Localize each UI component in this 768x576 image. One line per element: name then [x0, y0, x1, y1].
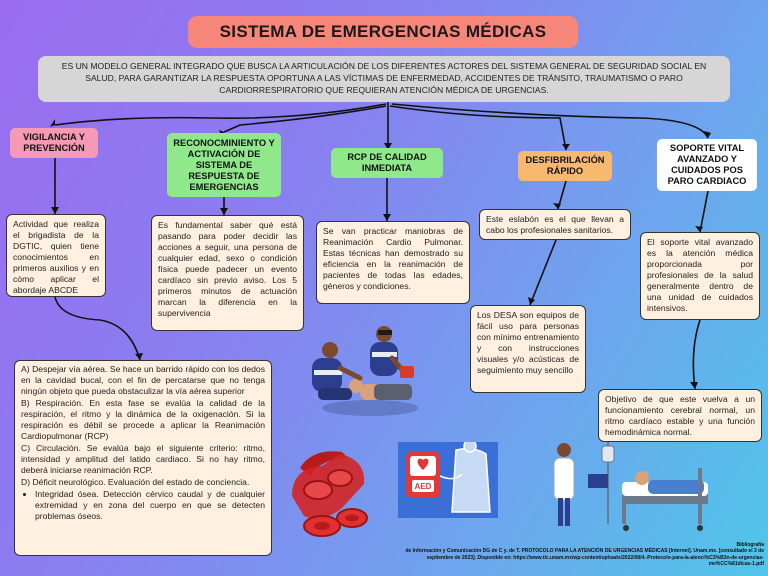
- box-vigilancia: Actividad que realiza el brigadista de l…: [6, 214, 106, 297]
- bibliography-text: de Información y Comunicación DG de C y.…: [405, 548, 764, 568]
- abcde-b: B) Respiración. En esta fase se evalúa l…: [21, 398, 265, 441]
- abcde-c: C) Circulación. Se evalúa bajo el siguie…: [21, 443, 265, 475]
- intro-text: ES UN MODELO GENERAL INTEGRADO QUE BUSCA…: [38, 56, 730, 102]
- hospital-bed-illustration: [553, 442, 708, 531]
- header-desfibrilacion: DESFIBRILACIÓN RÁPIDO: [518, 151, 612, 181]
- bibliography: Bibliografía de Información y Comunicaci…: [388, 542, 764, 572]
- abcde-e: Integridad ósea. Detección cérvico cauda…: [35, 489, 265, 522]
- abcde-a: A) Despejar vía aérea. Se hace un barrid…: [21, 364, 265, 396]
- box-desfibrilacion-2: Los DESA son equipos de fácil uso para p…: [470, 305, 586, 393]
- aed-illustration: AED: [398, 442, 498, 518]
- abcde-d: D) Déficit neurológico. Evaluación del e…: [21, 477, 250, 487]
- bibliography-heading: Bibliografía: [736, 542, 764, 548]
- box-rcp: Se van practicar maniobras de Reanimació…: [316, 221, 470, 304]
- box-abcde: A) Despejar vía aérea. Se hace un barrid…: [14, 360, 272, 556]
- box-desfibrilacion-1: Este eslabón es el que llevan a cabo los…: [479, 209, 631, 240]
- blood-cells-illustration: [292, 451, 368, 537]
- box-reconocimiento: Es fundamental saber qué está pasando pa…: [151, 215, 304, 331]
- box-soporte-2: Objetivo de que este vuelva a un funcion…: [598, 389, 762, 442]
- header-reconocimiento: RECONOCMINIENTO Y ACTIVACIÓN DE SISTEMA …: [167, 133, 281, 197]
- header-soporte: SOPORTE VITAL AVANZADO Y CUIDADOS POS PA…: [657, 139, 757, 191]
- header-rcp: RCP DE CALIDAD INMEDIATA: [331, 148, 443, 178]
- abcde-list: Integridad ósea. Detección cérvico cauda…: [21, 489, 265, 522]
- aed-label: AED: [415, 482, 432, 491]
- box-soporte-1: El soporte vital avanzado es la atención…: [640, 232, 760, 320]
- page-title: SISTEMA DE EMERGENCIAS MÉDICAS: [188, 16, 578, 48]
- header-vigilancia: VIGILANCIA Y PREVENCIÓN: [10, 128, 98, 158]
- paramedics-cpr-illustration: [312, 326, 418, 416]
